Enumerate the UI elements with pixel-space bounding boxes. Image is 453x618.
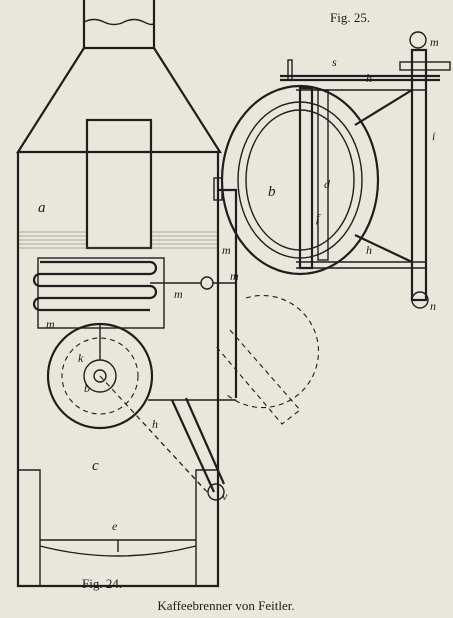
label-s: s	[332, 55, 337, 69]
main-caption: Kaffeebrenner von Feitler.	[157, 598, 294, 613]
label-m-mid: m	[174, 287, 183, 301]
fig25-caption: Fig. 25.	[330, 10, 370, 25]
label-e: e	[112, 519, 118, 533]
valve-icon	[200, 276, 214, 290]
label-n: n	[430, 299, 436, 313]
label-v: v	[222, 489, 228, 503]
label-h-bottom: h	[366, 243, 372, 257]
label-h: h	[152, 417, 158, 431]
fig24-drawing	[15, 0, 320, 588]
label-h-top: h	[366, 71, 372, 85]
label-b-drum: b	[268, 184, 276, 200]
label-a: a	[38, 200, 46, 216]
label-b: b	[84, 381, 90, 395]
label-k: k	[78, 351, 84, 365]
fig25-drawing	[220, 31, 451, 309]
liquid-hatching	[19, 231, 217, 249]
label-m-top: m	[222, 243, 231, 257]
label-m-right: m	[430, 35, 439, 49]
label-m-left: m	[46, 317, 55, 331]
label-c: c	[92, 458, 99, 474]
fig24-caption: Fig. 24.	[82, 576, 122, 591]
label-i: i	[432, 129, 435, 143]
heating-coils	[32, 260, 158, 312]
drum-cylinder	[220, 84, 380, 276]
label-m-valve: m	[230, 269, 239, 283]
label-d: d	[324, 177, 331, 191]
label-f: f	[316, 211, 321, 225]
